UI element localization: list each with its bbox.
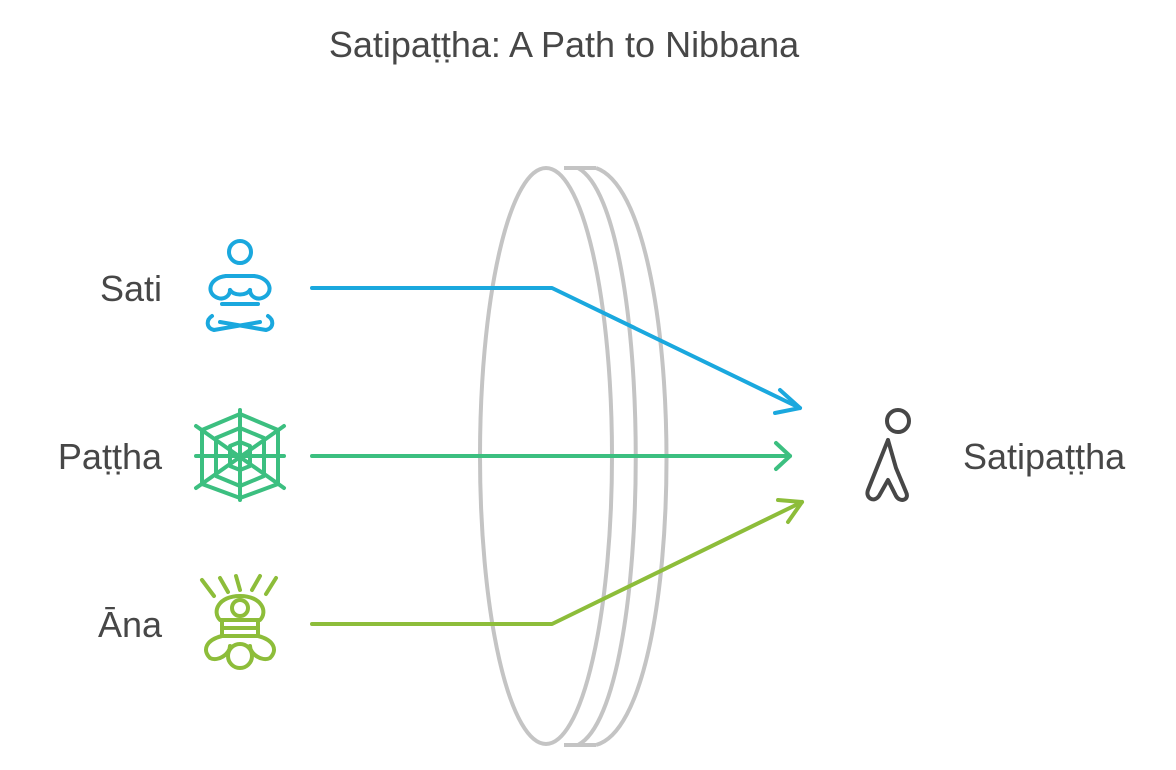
- insect-icon: [200, 574, 278, 670]
- walking-person-icon: [865, 408, 911, 502]
- spider-web-icon: [194, 408, 286, 502]
- input-label-pattha: Paṭṭha: [57, 436, 162, 477]
- page-title: Satipaṭṭha: A Path to Nibbana: [328, 24, 800, 65]
- arrow-ana: [310, 498, 804, 626]
- meditation-icon: [205, 239, 275, 332]
- arrow-pattha: [310, 441, 792, 471]
- output-label-satipatthana: Satipaṭṭha: [963, 436, 1126, 477]
- input-label-ana: Āna: [97, 604, 162, 645]
- input-label-sati: Sati: [99, 268, 162, 309]
- arrow-sati: [310, 286, 802, 415]
